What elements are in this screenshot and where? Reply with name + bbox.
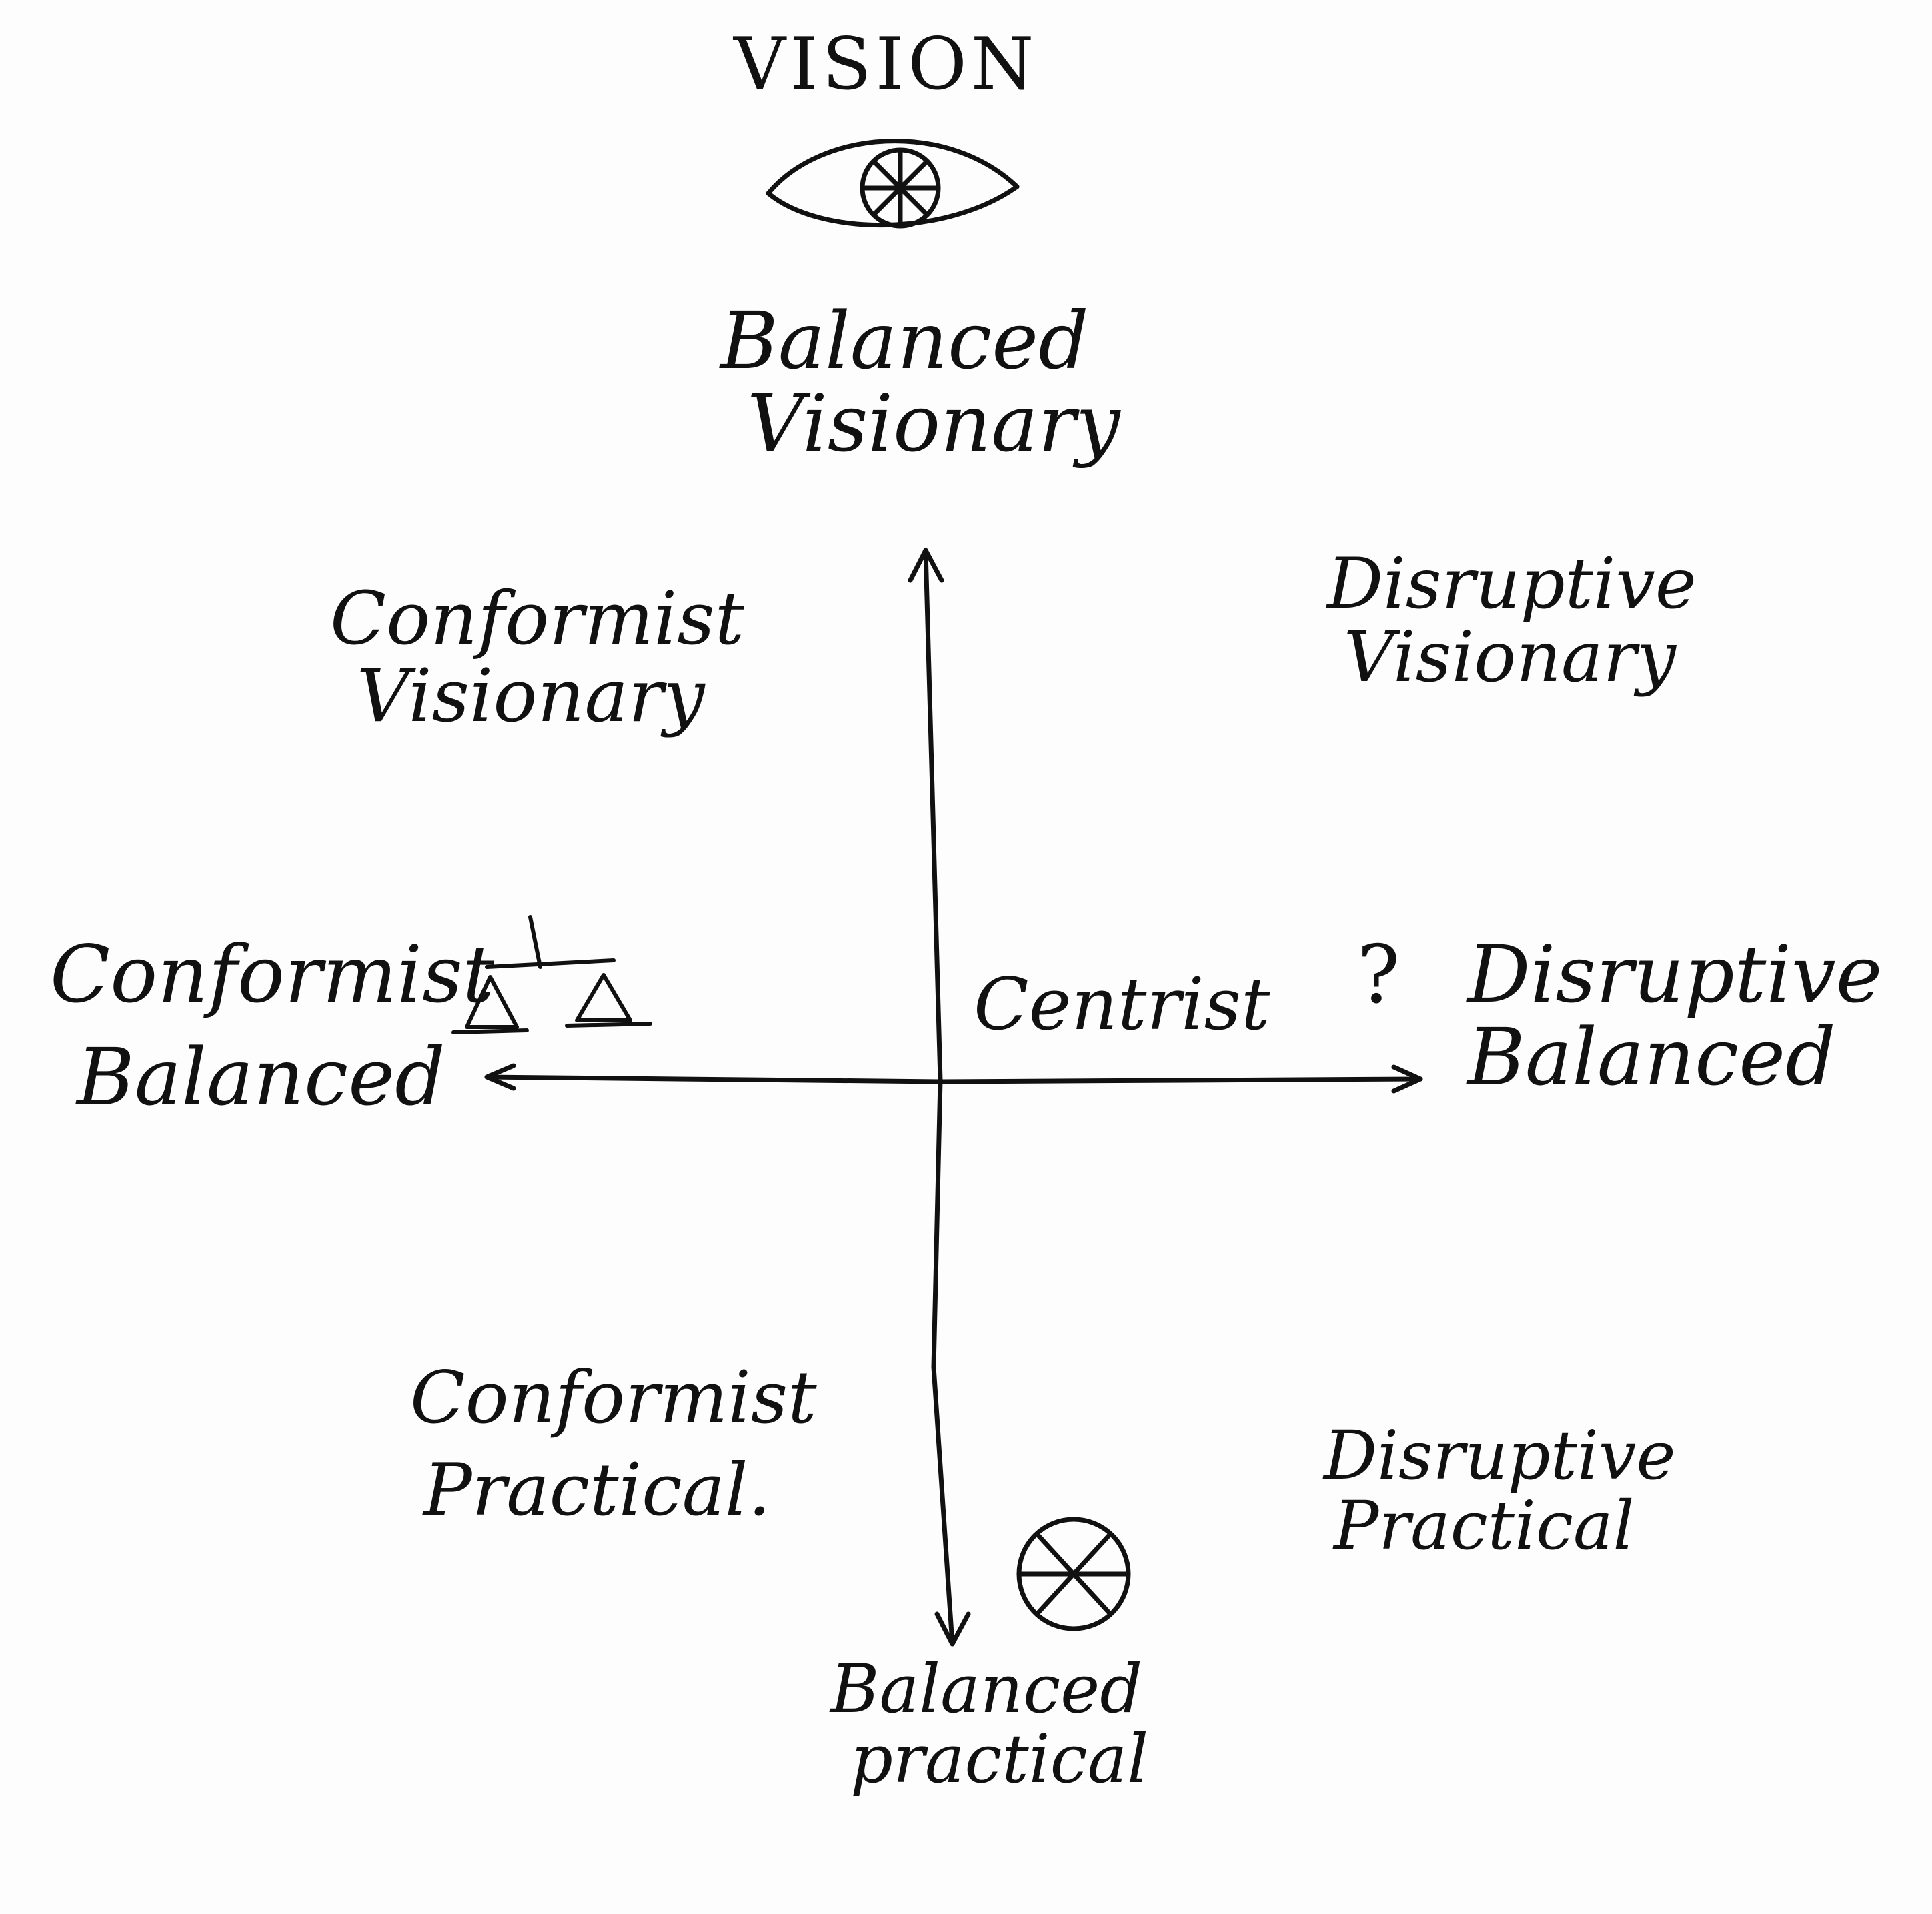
label-disruptive-visionary: Disruptive Visionary <box>1327 547 1697 694</box>
label-disruptive-practical: Disruptive Practical <box>1324 1420 1676 1561</box>
eye-icon <box>766 139 1020 229</box>
label-disruptive-balanced: Disruptive Balanced <box>1467 928 1883 1103</box>
label-balanced-visionary: Balanced Visionary <box>720 295 1120 469</box>
balance-scale-icon <box>451 915 652 1034</box>
label-balanced-practical-line-2: practical <box>850 1720 1149 1798</box>
label-conformist-visionary: Conformist Visionary <box>330 580 744 734</box>
label-disruptive-practical-line-2: Practical <box>1334 1487 1635 1565</box>
label-balanced-practical: Balanced practical <box>830 1654 1148 1794</box>
label-balanced-practical-line-1: Balanced <box>830 1650 1143 1728</box>
label-conformist-balanced: Conformist Balanced <box>50 928 495 1123</box>
label-disruptive-practical-line-1: Disruptive <box>1324 1416 1676 1495</box>
label-disruptive-visionary-line-1: Disruptive <box>1327 543 1697 624</box>
label-disruptive-visionary-line-2: Visionary <box>1344 616 1676 698</box>
label-conformist-balanced-line-1: Conformist <box>50 928 495 1020</box>
label-conformist-practical-line-1: Conformist <box>410 1356 817 1440</box>
label-disruptive-balanced-line-2: Balanced <box>1467 1010 1836 1103</box>
circled-asterisk-icon <box>1016 1517 1131 1631</box>
label-balanced-visionary-line-1: Balanced <box>720 295 1089 387</box>
vertical-axis <box>908 548 971 1647</box>
label-conformist-practical: Conformist Practical. <box>410 1360 817 1529</box>
horizontal-axis <box>484 1063 1423 1094</box>
label-balanced-visionary-line-2: Visionary <box>747 377 1120 469</box>
question-mark-icon: ? <box>1357 929 1400 1022</box>
label-conformist-balanced-line-2: Balanced <box>77 1030 445 1123</box>
label-conformist-visionary-line-2: Visionary <box>357 652 705 738</box>
label-conformist-visionary-line-1: Conformist <box>330 576 744 661</box>
label-disruptive-balanced-line-1: Disruptive <box>1467 928 1883 1020</box>
label-conformist-practical-line-2: Practical. <box>423 1449 771 1533</box>
vision-label: VISION <box>734 23 1038 106</box>
label-centrist: Centrist <box>974 963 1270 1046</box>
